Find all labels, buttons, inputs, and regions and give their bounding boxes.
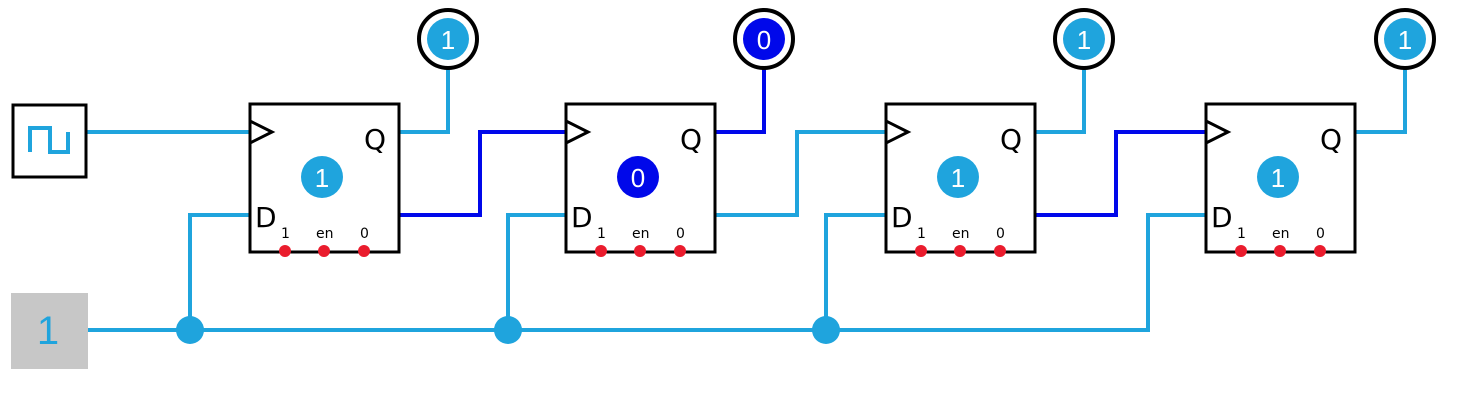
q-output-label: Q [1320,123,1342,156]
reset-pin[interactable] [674,245,686,257]
wire-ff4-q-to-output-4 [1355,66,1407,134]
constant-input-box [11,293,88,369]
wire-ff2-to-ff3-clock [715,130,886,217]
wire-ff3-q-to-output-3 [1035,66,1086,134]
output-probe: 0 [733,8,795,70]
set-pin-label: 1 [281,226,290,242]
output-probe-indicator [1063,18,1105,60]
wire-bus-to-ff1-d [188,213,250,330]
flipflop-state-indicator [1257,156,1299,198]
square-wave-icon [28,126,70,154]
flipflop-state-value: 1 [951,163,965,193]
reset-pin-label: 0 [676,226,685,242]
wire-constant-bus [87,213,1206,332]
d-input-label: D [1211,201,1233,234]
set-pin[interactable] [915,245,927,257]
wire-ff1-to-ff2-clock [399,130,566,217]
reset-pin-label: 0 [1316,226,1325,242]
output-probe-value: 1 [1398,25,1412,55]
d-input-label: D [255,201,277,234]
output-probe-value: 1 [1077,25,1091,55]
set-pin-label: 1 [917,226,926,242]
clock-input-triangle-icon [1205,119,1232,145]
clock-source[interactable] [11,103,88,179]
enable-pin[interactable] [318,245,330,257]
wire-ff1-q-to-output-1 [399,66,450,134]
enable-pin[interactable] [954,245,966,257]
wire-bus-to-ff2-d [506,213,566,330]
d-input-label: D [571,201,593,234]
output-probe-indicator [743,18,785,60]
output-probe-value: 1 [441,25,455,55]
junction-dot [176,316,204,344]
flipflop-state-value: 1 [1271,163,1285,193]
enable-pin-label: en [632,226,650,242]
wire-ff2-q-to-output-2 [715,66,766,134]
set-pin[interactable] [279,245,291,257]
enable-pin-label: en [952,226,970,242]
enable-pin[interactable] [634,245,646,257]
output-probe-value: 0 [757,25,771,55]
reset-pin-label: 0 [996,226,1005,242]
set-pin-label: 1 [1237,226,1246,242]
clock-input-triangle-icon [249,119,276,145]
enable-pin[interactable] [1274,245,1286,257]
flipflop-state-value: 0 [631,163,645,193]
flipflop-state-indicator [301,156,343,198]
constant-input[interactable]: 1 [11,293,88,369]
set-pin[interactable] [1235,245,1247,257]
output-probe: 1 [417,8,479,70]
wires [87,66,1407,344]
enable-pin-label: en [1272,226,1290,242]
flipflop-state-indicator [617,156,659,198]
constant-input-value: 1 [37,309,59,353]
q-output-label: Q [364,123,386,156]
junction-dot [494,316,522,344]
output-probe: 1 [1053,8,1115,70]
reset-pin-label: 0 [360,226,369,242]
output-probe-indicator [427,18,469,60]
clock-input-triangle-icon [885,119,912,145]
output-probe-indicator [1384,18,1426,60]
wire-ff3-to-ff4-clock [1035,130,1206,217]
q-output-label: Q [680,123,702,156]
wire-bus-to-ff3-d [824,213,886,330]
q-output-label: Q [1000,123,1022,156]
reset-pin[interactable] [994,245,1006,257]
reset-pin[interactable] [358,245,370,257]
flipflop-state-value: 1 [315,163,329,193]
d-input-label: D [891,201,913,234]
flipflop-state-indicator [937,156,979,198]
output-probe: 1 [1374,8,1436,70]
set-pin-label: 1 [597,226,606,242]
clock-input-triangle-icon [565,119,592,145]
set-pin[interactable] [595,245,607,257]
enable-pin-label: en [316,226,334,242]
junction-dot [812,316,840,344]
reset-pin[interactable] [1314,245,1326,257]
